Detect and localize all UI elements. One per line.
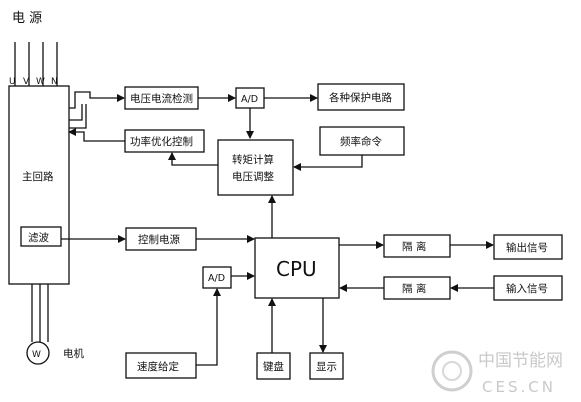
voltage-current-detect-label: 电压电流检测 (130, 92, 193, 105)
cpu-label: CPU (276, 257, 317, 281)
protection-block (317, 83, 405, 111)
watermark: 中国节能网 CES.CN (431, 350, 563, 396)
ad-bottom-label: A/D (208, 273, 225, 284)
speed-setting-label: 速度给定 (137, 360, 179, 373)
torque-calc-line2: 电压调整 (232, 170, 274, 183)
phase-w-label: W (36, 77, 45, 87)
isolation-in-label: 隔 离 (402, 282, 426, 295)
phase-n-label: N (51, 77, 58, 87)
arrow-optimize-to-main (68, 128, 125, 142)
cpu-block (254, 237, 340, 299)
watermark-logo-icon (431, 350, 473, 392)
input-signal-block (493, 275, 563, 301)
display-block (309, 352, 344, 380)
filter-block (20, 226, 62, 247)
phase-u-label: U (9, 77, 16, 87)
freq-command-label: 频率命令 (340, 135, 382, 148)
arrow-freq-to-torque (293, 155, 363, 171)
arrow-torque-to-optimize (168, 152, 218, 166)
power-source-label: 电 源 (12, 11, 42, 26)
keyboard-label: 键盘 (263, 360, 284, 373)
motor-connection (31, 284, 49, 342)
keyboard-block (256, 352, 291, 380)
isolation-out-block (383, 234, 451, 258)
control-power-label: 控制电源 (138, 233, 180, 246)
main-circuit-label: 主回路 (22, 170, 54, 183)
output-signal-block (493, 234, 563, 260)
torque-calc-line1: 转矩计算 (232, 153, 274, 166)
input-signal-label: 输入信号 (506, 282, 548, 295)
watermark-en-text: CES.CN (482, 378, 556, 396)
speed-setting-block (125, 352, 197, 379)
phase-v-label: V (23, 77, 30, 87)
isolation-out-label: 隔 离 (402, 240, 426, 253)
watermark-cn-text: 中国节能网 (478, 351, 563, 371)
motor-symbol-letter: W (32, 350, 41, 360)
ad-top-label: A/D (241, 94, 258, 105)
main-circuit-block (8, 85, 70, 285)
phase-lines (14, 42, 58, 86)
arrow-speed-to-ad (196, 288, 221, 366)
sensing-lines (69, 91, 125, 129)
output-signal-label: 输出信号 (506, 241, 548, 254)
filter-label: 滤波 (28, 231, 49, 244)
display-label: 显示 (316, 361, 337, 373)
protection-label: 各种保护电路 (329, 91, 392, 104)
motor-symbol (26, 341, 50, 365)
power-optimize-label: 功率优化控制 (130, 135, 193, 148)
torque-calc-block (217, 139, 294, 196)
motor-label: 电机 (63, 347, 84, 360)
